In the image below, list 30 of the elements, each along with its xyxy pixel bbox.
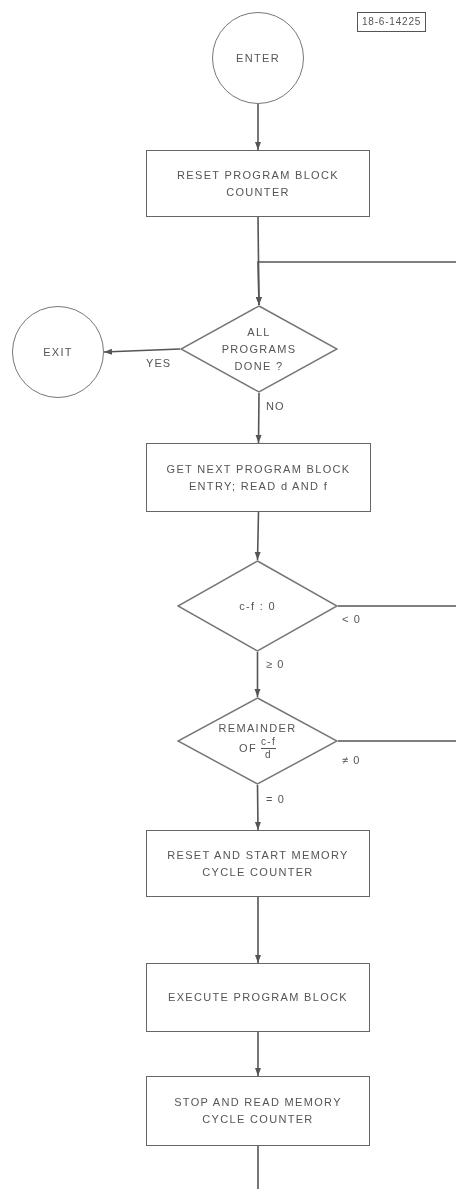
process-box — [146, 150, 370, 217]
node-text: ALL PROGRAMS DONE ? — [220, 324, 298, 374]
connector-line — [337, 605, 456, 607]
node-text: RESET PROGRAM BLOCK COUNTER — [176, 167, 340, 200]
figure-number: 18-6-14225 — [357, 12, 427, 32]
arrow — [103, 348, 181, 355]
node-text: EXIT — [42, 344, 74, 360]
node-text: c-f : 0 — [239, 598, 276, 614]
node-text: STOP AND READ MEMORY CYCLE COUNTER — [173, 1095, 343, 1127]
process-box — [146, 963, 370, 1032]
process-box — [146, 830, 370, 897]
arrow — [255, 103, 261, 151]
decision-diamond — [177, 697, 338, 785]
node-text: ENTER — [235, 50, 281, 66]
node-text: EXECUTE PROGRAM BLOCK — [167, 990, 349, 1005]
process-box — [146, 443, 371, 512]
node-text: GET NEXT PROGRAM BLOCK ENTRY; READ d AND f — [165, 461, 352, 494]
arrow — [255, 392, 262, 444]
node-text: RESET AND START MEMORY CYCLE COUNTER — [166, 847, 350, 880]
process-box — [146, 1076, 370, 1146]
connector-line — [337, 740, 456, 742]
connector-line — [257, 1145, 259, 1189]
arrow — [254, 511, 261, 561]
arrow — [255, 896, 261, 964]
decision-diamond — [180, 305, 338, 393]
arrow — [255, 1031, 261, 1077]
arrow — [254, 784, 261, 831]
arrow — [255, 216, 262, 306]
arrow — [254, 651, 261, 698]
decision-diamond — [177, 560, 338, 652]
